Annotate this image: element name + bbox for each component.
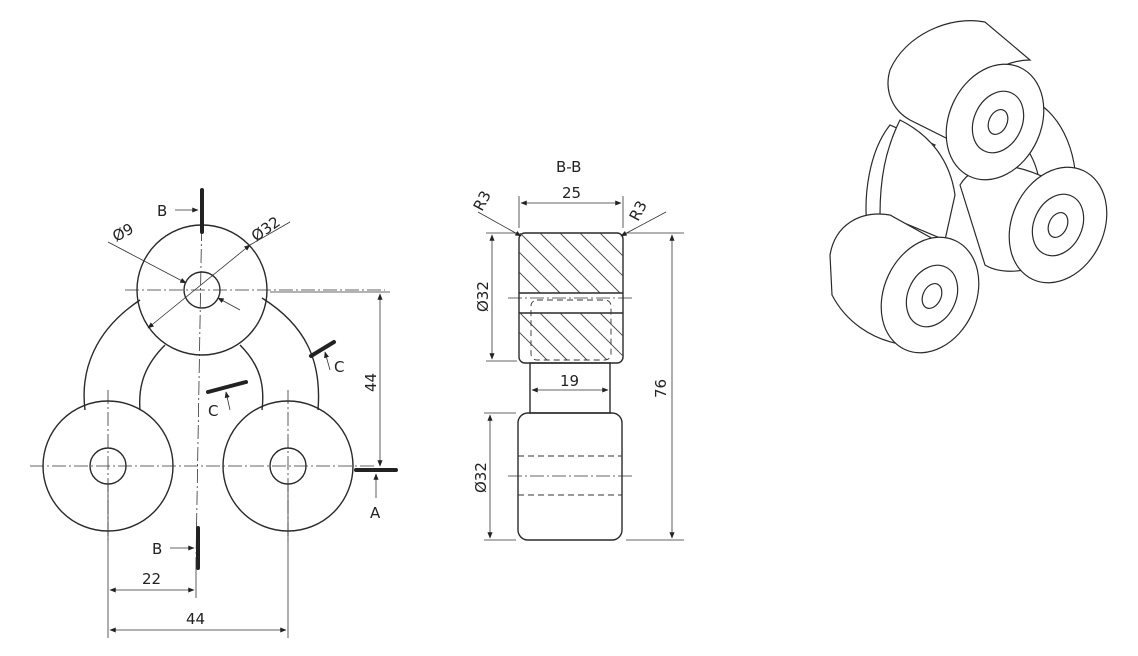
front-view: B B A C C Ø9 Ø32 44 22 (30, 188, 398, 638)
arm-right-inner (239, 344, 264, 411)
dim-radius-right-leader (620, 211, 667, 237)
hatch-mid (519, 313, 623, 360)
cut-label-a: A (370, 504, 381, 522)
iso-right-boss-hole (1047, 212, 1069, 238)
cut-label-c-left: C (208, 402, 218, 420)
dim-dia-boss-text: Ø32 (248, 213, 284, 245)
dim-height-text: 76 (652, 379, 670, 398)
dim-radius-left-text: R3 (470, 188, 495, 214)
dim-vertical-text: 44 (362, 373, 380, 392)
cut-arrow-c-right (324, 351, 331, 371)
iso-left-boss-hole (921, 283, 943, 309)
section-title: B-B (556, 158, 581, 176)
dim-dia-bottom-text: Ø32 (472, 462, 490, 493)
dim-dia-boss-leader (249, 221, 291, 246)
dim-radius-right-text: R3 (626, 198, 651, 224)
dim-dia-hole-leader-in (217, 297, 241, 311)
dim-spacing-text: 44 (186, 610, 205, 628)
dim-neck-width-text: 19 (560, 372, 579, 390)
section-view: B-B 19 (470, 158, 684, 541)
cut-label-b-top: B (157, 202, 167, 220)
dim-radius-left-leader (477, 211, 522, 237)
centerline-vertical (195, 204, 203, 561)
dim-dia-top-text: Ø32 (474, 281, 492, 312)
cut-arrow-c-left (224, 391, 231, 411)
arm-left-outer (83, 299, 141, 411)
arm-left-inner (138, 344, 166, 411)
cut-line-c-right (309, 340, 336, 358)
cut-label-c-right: C (334, 358, 344, 376)
iso-center-band (879, 119, 956, 241)
dim-dia-boss-line (147, 244, 251, 329)
hatch-top (519, 233, 623, 293)
isometric-view (829, 20, 1108, 354)
dim-dia-hole-leader (107, 241, 187, 284)
section-hidden-pocket (530, 299, 612, 361)
cut-label-b-bottom: B (152, 540, 162, 558)
cut-line-c-left (206, 380, 248, 394)
dim-top-width-text: 25 (562, 184, 581, 202)
dim-half-spacing-text: 22 (142, 570, 161, 588)
iso-top-boss-hole (987, 109, 1009, 135)
dim-dia-hole-text: Ø9 (109, 220, 136, 246)
arm-right-outer (261, 297, 320, 411)
section-bottom-block (517, 412, 623, 541)
